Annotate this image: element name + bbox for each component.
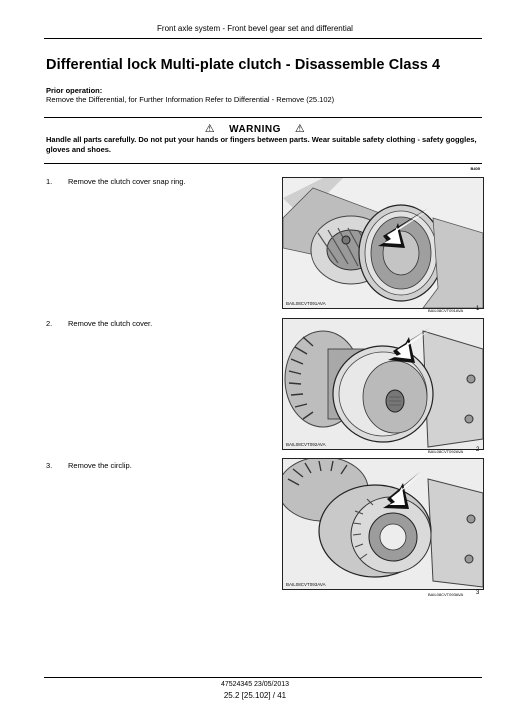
photo-caption: BAIL08CVT091AVA [286,301,326,306]
warning-code: B405 [470,166,480,171]
warning-text: Handle all parts carefully. Do not put y… [46,135,477,154]
warning-triangle-icon: ⚠ [294,123,306,135]
running-header: Front axle system - Front bevel gear set… [157,24,353,33]
prior-operation-text: Remove the Differential, for Further Inf… [46,95,335,104]
figure-number: 3 [476,590,480,596]
warning-bottom-rule [44,163,482,164]
clutch-snap-ring-illustration [283,178,483,308]
figure-reference: BAIL08CVT092AVA [428,449,464,454]
circlip-illustration [283,459,483,589]
step-number: 3. [46,461,53,470]
prior-operation-label: Prior operation: [46,86,103,95]
page-title: Differential lock Multi-plate clutch - D… [46,57,441,73]
clutch-cover-illustration [283,319,483,449]
document-code: 47524345 23/05/2013 [220,681,290,688]
photo-caption: BAIL08CVT093AVA [286,582,326,587]
step-photo: BAIL08CVT092AVA [282,318,484,450]
warning-heading: ⚠ WARNING ⚠ [0,122,510,135]
figure-reference: BAIL08CVT093AVA [428,592,464,597]
step-photo: BAIL08CVT091AVA [282,177,484,309]
figure-number: 1 [476,306,480,312]
photo-caption: BAIL08CVT092AVA [286,442,326,447]
figure-reference: BAIL08CVT091AVA [428,308,464,313]
step-instruction: Remove the circlip. [68,461,132,470]
step-instruction: Remove the clutch cover. [68,319,153,328]
step-instruction: Remove the clutch cover snap ring. [68,177,186,186]
figure-number: 2 [476,447,480,453]
header-rule [44,38,482,39]
step-number: 2. [46,319,53,328]
warning-title: WARNING [229,124,281,135]
footer-rule [44,677,482,678]
step-photo: BAIL08CVT093AVA [282,458,484,590]
warning-top-rule [44,117,482,118]
step-number: 1. [46,177,53,186]
warning-triangle-icon: ⚠ [204,123,216,135]
page-number: 25.2 [25.102] / 41 [223,691,287,700]
